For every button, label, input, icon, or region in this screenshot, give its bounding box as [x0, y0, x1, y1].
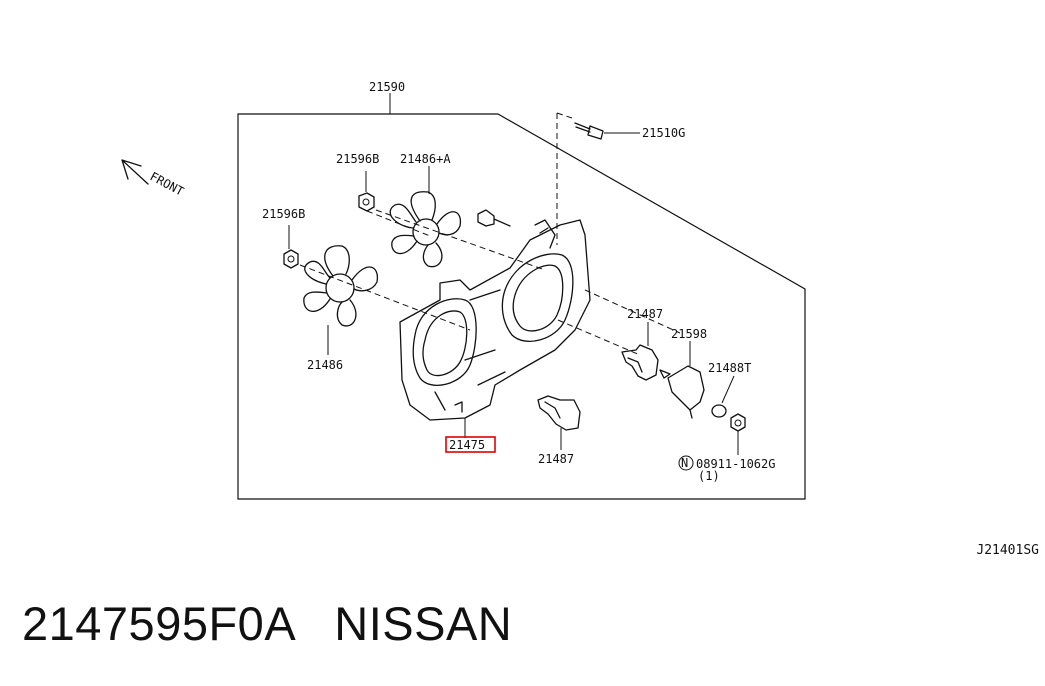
- part-caption: 2147595F0A NISSAN: [22, 597, 513, 650]
- n-marker-icon: [678, 455, 694, 471]
- nut-upper-icon: [358, 171, 375, 212]
- label-nut-upper: 21596B: [336, 152, 379, 166]
- label-motor-lower: 21487: [538, 452, 574, 466]
- fan-upper-icon: [389, 166, 462, 268]
- label-fan-upper: 21486+A: [400, 152, 451, 166]
- label-ring: 21488T: [708, 361, 751, 375]
- label-fan-lower: 21486: [307, 358, 343, 372]
- nut-left-icon: [283, 225, 299, 269]
- screw-icon: [477, 209, 511, 227]
- label-nut-part: 08911-1062G: [696, 457, 775, 471]
- assembly-frame: [237, 113, 806, 500]
- front-arrow-icon: FRONT: [121, 159, 186, 199]
- motor-lower-icon: [537, 395, 581, 450]
- motor-upper-icon: [621, 322, 659, 381]
- bolt-21510g-icon: [574, 122, 640, 140]
- label-bracket: 21598: [671, 327, 707, 341]
- label-n-prefix: N: [681, 456, 688, 470]
- bracket-icon: [659, 341, 705, 419]
- diagram-code: J21401SG: [976, 543, 1039, 558]
- label-assembly: 21590: [369, 80, 405, 94]
- label-shroud: 21475: [449, 438, 485, 452]
- label-nut-qty: (1): [698, 469, 720, 483]
- fan-lower-icon: [303, 245, 379, 355]
- highlight-box: [445, 436, 496, 453]
- front-label: FRONT: [148, 169, 186, 198]
- fan-shroud-icon: [399, 219, 591, 438]
- label-nut-left: 21596B: [262, 207, 305, 221]
- label-motor-upper: 21487: [627, 307, 663, 321]
- nut-08911-icon: [730, 413, 746, 455]
- ring-icon: [711, 375, 735, 418]
- label-bolt: 21510G: [642, 126, 685, 140]
